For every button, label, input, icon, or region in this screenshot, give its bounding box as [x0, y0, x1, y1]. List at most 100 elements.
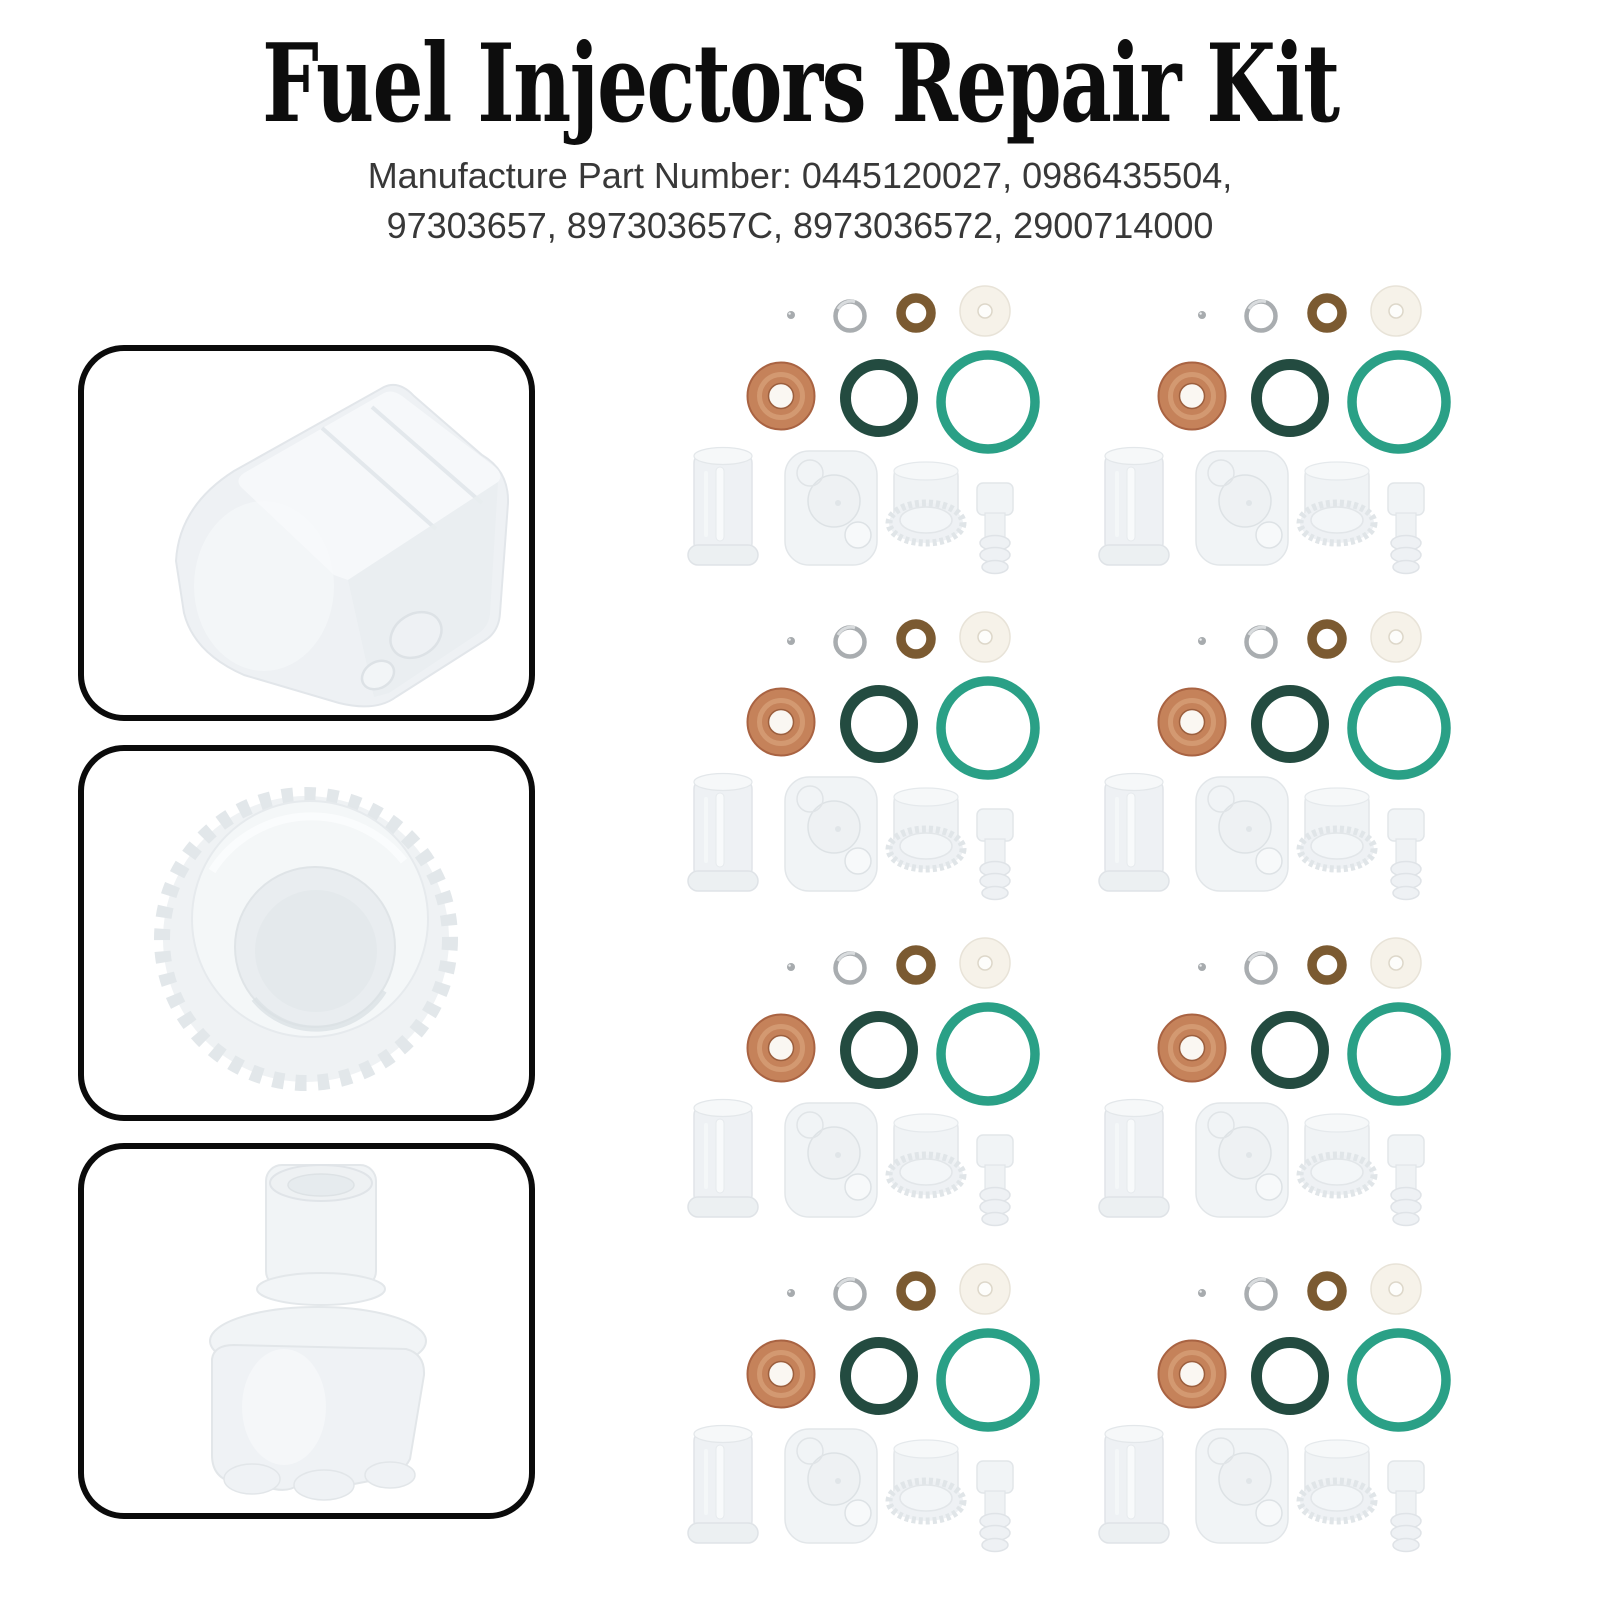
- steel-ball-shine: [788, 964, 791, 967]
- filter-rib-main: [1126, 1118, 1136, 1194]
- kit-group: [1098, 611, 1451, 901]
- filter-top: [1104, 1424, 1164, 1444]
- brown-oring-icon: [896, 619, 936, 659]
- filter-rib-main: [1126, 466, 1136, 542]
- square-cap-center-bore: [807, 474, 861, 528]
- gear-cap-flange-top: [1310, 506, 1364, 534]
- steel-ball-icon: [787, 637, 795, 645]
- connector-head: [1387, 808, 1425, 842]
- filter-cylinder-icon: [687, 1098, 759, 1218]
- square-cap-small-bore: [1255, 847, 1283, 875]
- nylon-washer-hole: [977, 955, 993, 971]
- green-oring-icon: [1347, 350, 1451, 454]
- page-title: Fuel Injectors Repair Kit: [0, 0, 1600, 141]
- bottle-mouth-bore: [287, 1173, 355, 1197]
- gear-cap-top: [893, 461, 959, 481]
- filter-rib-main: [1126, 1444, 1136, 1520]
- photo-gear-cap: [78, 745, 535, 1121]
- filter-base: [1098, 870, 1170, 892]
- copper-washer-hole: [767, 382, 795, 410]
- filter-base: [687, 1196, 759, 1218]
- filter-rib-side: [704, 797, 708, 863]
- nylon-washer-hole: [977, 629, 993, 645]
- kit-group: [1098, 285, 1451, 575]
- filter-base: [687, 870, 759, 892]
- square-cap-icon: [784, 776, 878, 892]
- square-cap-corner-bore: [1207, 1111, 1235, 1139]
- connector-rib-3: [981, 1537, 1009, 1553]
- connector-cap-photo-icon: [209, 1164, 427, 1501]
- silver-oring-shine: [836, 299, 856, 310]
- connector-cap-icon: [976, 1134, 1014, 1227]
- filter-rib-side: [704, 1449, 708, 1515]
- filter-cylinder-icon: [1098, 1424, 1170, 1544]
- copper-washer-face-ring: [757, 1024, 805, 1072]
- filter-rib-main: [715, 1444, 725, 1520]
- nylon-washer-hole: [977, 303, 993, 319]
- square-cap-corner-bore: [796, 785, 824, 813]
- silver-oring-shine: [1247, 299, 1267, 310]
- cube-boss-small: [360, 659, 396, 691]
- silver-oring-shine: [836, 625, 856, 636]
- cube-top-seam-2: [370, 405, 484, 505]
- square-cap-center-pin: [1246, 1478, 1252, 1484]
- gear-cap-top: [893, 787, 959, 807]
- connector-rib-3: [981, 559, 1009, 575]
- filter-rib-side: [1115, 797, 1119, 863]
- copper-washer-face-ring: [1168, 372, 1216, 420]
- steel-ball-icon: [1198, 1289, 1206, 1297]
- filter-cylinder-icon: [1098, 1098, 1170, 1218]
- square-cap-icon: [1195, 1102, 1289, 1218]
- square-cap-center-bore: [807, 800, 861, 854]
- connector-head: [1387, 482, 1425, 516]
- connector-rib-3: [981, 885, 1009, 901]
- steel-ball-shine: [788, 1290, 791, 1293]
- filter-rib-side: [704, 471, 708, 537]
- filter-rib-side: [1115, 1123, 1119, 1189]
- green-oring-icon: [1347, 1002, 1451, 1106]
- steel-ball-shine: [788, 638, 791, 641]
- filter-rib-side: [1115, 471, 1119, 537]
- dark-green-oring-icon: [1251, 1011, 1329, 1089]
- square-cap-center-bore: [1218, 1126, 1272, 1180]
- square-cap-icon: [784, 1428, 878, 1544]
- filter-top: [1104, 1098, 1164, 1118]
- copper-washer-face-ring: [757, 698, 805, 746]
- part-numbers-line-2: 97303657, 897303657C, 8973036572, 290071…: [386, 205, 1214, 247]
- steel-ball-icon: [1198, 311, 1206, 319]
- connector-rib-3: [1392, 559, 1420, 575]
- filter-rib-main: [715, 1118, 725, 1194]
- steel-ball-icon: [787, 963, 795, 971]
- connector-cap-icon: [1387, 1460, 1425, 1553]
- filter-base: [687, 544, 759, 566]
- silver-oring-shine: [1247, 1277, 1267, 1288]
- square-cap-center-bore: [807, 1126, 861, 1180]
- filter-base: [1098, 544, 1170, 566]
- connector-cap-icon: [1387, 1134, 1425, 1227]
- copper-washer-hole: [767, 1034, 795, 1062]
- connector-head: [976, 808, 1014, 842]
- kit-group: [687, 1263, 1040, 1553]
- green-oring-icon: [1347, 1328, 1451, 1432]
- square-cap-center-pin: [1246, 826, 1252, 832]
- steel-ball-icon: [1198, 963, 1206, 971]
- steel-ball-icon: [787, 1289, 795, 1297]
- square-cap-corner-bore: [1207, 1437, 1235, 1465]
- gear-cap-flange-top: [1310, 1484, 1364, 1512]
- connector-cap-icon: [976, 808, 1014, 901]
- part-numbers-line-1: Manufacture Part Number: 0445120027, 098…: [367, 155, 1233, 197]
- filter-rib-main: [715, 792, 725, 868]
- connector-head: [1387, 1460, 1425, 1494]
- header: Fuel Injectors Repair Kit Manufacture Pa…: [0, 0, 1600, 251]
- steel-ball-shine: [1199, 1290, 1202, 1293]
- filter-rib-side: [1115, 1449, 1119, 1515]
- square-cap-center-pin: [1246, 1152, 1252, 1158]
- filter-base: [1098, 1196, 1170, 1218]
- square-cap-center-pin: [835, 500, 841, 506]
- filter-cylinder-icon: [687, 1424, 759, 1544]
- square-cap-icon: [1195, 776, 1289, 892]
- square-cap-small-bore: [1255, 521, 1283, 549]
- square-cap-center-bore: [1218, 474, 1272, 528]
- photo-connector-cap: [78, 1143, 535, 1519]
- gear-cap-icon: [1296, 787, 1378, 873]
